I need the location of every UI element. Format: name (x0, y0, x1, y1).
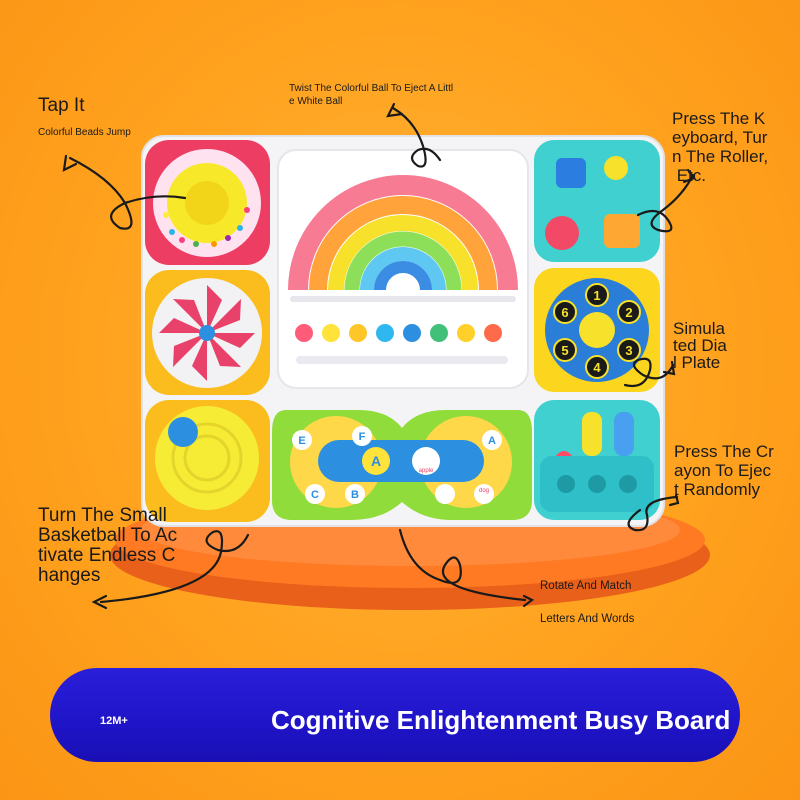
tap-title: Tap It (38, 95, 85, 116)
letter-match-panel (272, 410, 532, 520)
arrow-keyboard (636, 173, 695, 233)
twist-line-1: Twist The Colorful Ball To Eject A Littl (289, 83, 454, 94)
dial-plate (534, 268, 660, 392)
arrow-twist (391, 106, 442, 168)
keyboard-line-1: Press The K (672, 109, 766, 128)
tap-subtitle: Colorful Beads Jump (38, 127, 131, 138)
dial-line-1: Simula (673, 319, 725, 338)
crayon-line-1: Press The Cr (674, 442, 774, 461)
letter-b: B (351, 489, 359, 501)
keyboard-line-4: Etc. (672, 166, 707, 185)
callout-arrows (62, 102, 696, 610)
arrow-tap-head (62, 154, 78, 172)
age-badge: 12M+ (100, 715, 128, 727)
basketball-spinner (145, 400, 270, 522)
rotate-line-1: Rotate And Match (540, 580, 632, 592)
dial-number-3: 3 (625, 343, 632, 358)
word-apple: apple (419, 468, 434, 474)
crayon-ejector (534, 400, 660, 520)
arrow-tap (68, 156, 187, 230)
dial-number-2: 2 (625, 305, 632, 320)
dial-number-5: 5 (561, 343, 568, 358)
pinwheel-spinner (145, 270, 270, 395)
keyboard-keys (295, 324, 502, 342)
letter-c: C (311, 489, 319, 501)
arrow-rotate (398, 528, 527, 602)
shape-button-panel (534, 140, 660, 262)
basketball-line-4: hanges (38, 565, 101, 586)
dial-number-1: 1 (593, 288, 600, 303)
twist-line-2: e White Ball (289, 96, 343, 107)
dial-number-6: 6 (561, 305, 568, 320)
rotate-line-2: Letters And Words (540, 613, 635, 625)
basketball-line-1: Turn The Small (38, 505, 167, 526)
basketball-line-3: tivate Endless C (38, 545, 176, 566)
keyboard-line-2: eyboard, Tur (672, 128, 768, 147)
arrow-crayon (627, 495, 679, 532)
dial-number-4: 4 (593, 360, 601, 375)
rainbow-panel (277, 149, 529, 389)
bead-popper (145, 140, 270, 265)
letter-a: A (488, 435, 496, 447)
arrow-dial (623, 357, 675, 388)
basketball-line-2: Basketball To Ac (38, 525, 178, 546)
dial-line-2: ted Dia (673, 336, 727, 355)
word-dog: dog (479, 488, 489, 494)
letter-a-center: A (371, 453, 381, 469)
product-title: Cognitive Enlightenment Busy Board (271, 705, 731, 735)
arrow-basketball (99, 530, 250, 604)
title-banner (50, 668, 740, 762)
dial-line-3: l Plate (673, 353, 721, 372)
letter-e: E (298, 435, 305, 447)
crayon-line-2: ayon To Ejec (674, 461, 772, 480)
keyboard-line-3: n The Roller, (672, 147, 769, 166)
crayon-line-3: t Randomly (674, 480, 760, 499)
letter-f: F (359, 431, 366, 443)
